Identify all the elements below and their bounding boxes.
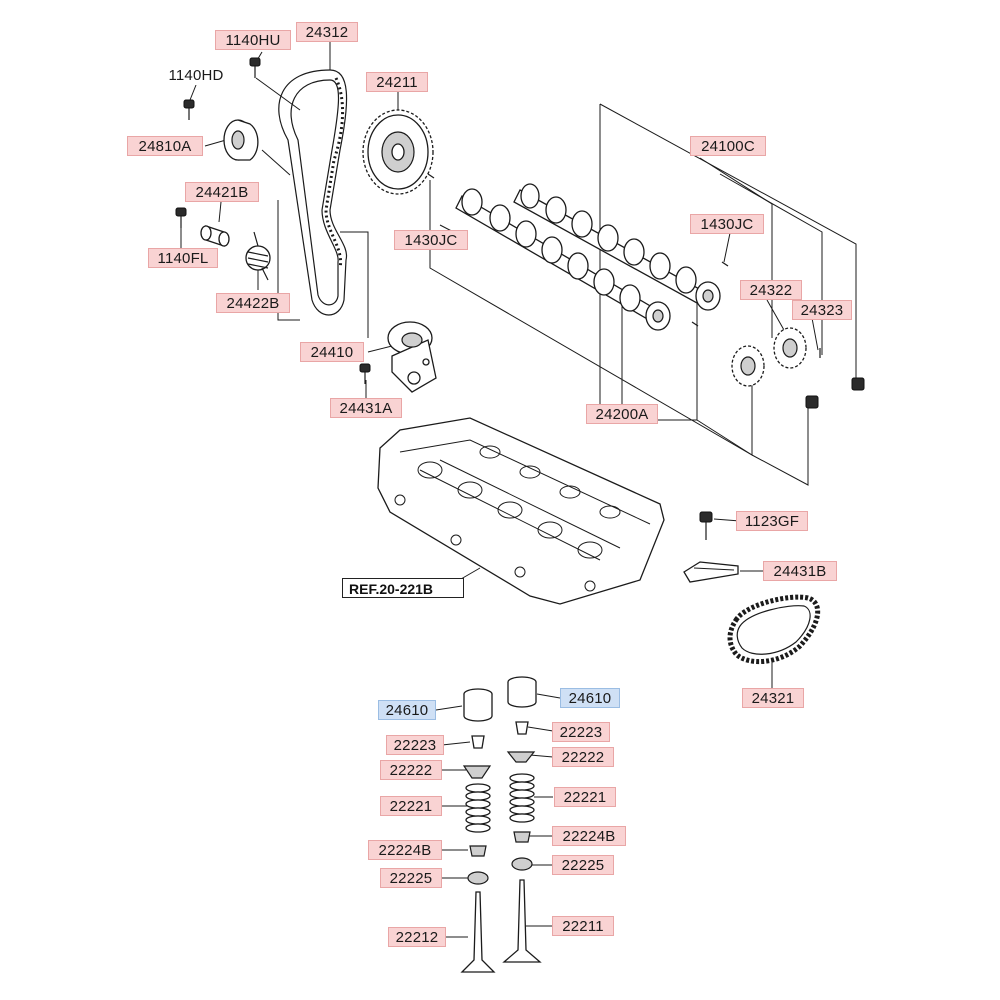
camshaft-intake bbox=[455, 188, 671, 331]
label-1123gf: 1123GF bbox=[736, 511, 808, 531]
label-22221-left: 22221 bbox=[380, 796, 442, 816]
label-24810a: 24810A bbox=[127, 136, 203, 156]
valves bbox=[460, 879, 542, 973]
timing-chain bbox=[727, 594, 821, 665]
label-22224b-right: 22224B bbox=[552, 826, 626, 846]
camshaft-sprocket bbox=[362, 109, 434, 195]
timing-belt bbox=[278, 69, 348, 316]
sprocket-bolts bbox=[805, 348, 865, 409]
bolt-1140hu bbox=[249, 57, 261, 78]
label-24323: 24323 bbox=[792, 300, 852, 320]
spring-retainers bbox=[462, 751, 536, 779]
label-24421b: 24421B bbox=[185, 182, 259, 202]
valve-cotters bbox=[471, 721, 529, 749]
label-1140fl: 1140FL bbox=[148, 248, 218, 268]
chain-sprocket-upper bbox=[773, 327, 807, 369]
label-24100c: 24100C bbox=[690, 136, 766, 156]
label-22222-left: 22222 bbox=[380, 760, 442, 780]
label-1140hu: 1140HU bbox=[215, 30, 291, 50]
tensioner-spacer bbox=[200, 225, 230, 247]
camshaft-exhaust bbox=[513, 183, 721, 311]
label-22223-left: 22223 bbox=[386, 735, 444, 755]
label-24312: 24312 bbox=[296, 22, 358, 42]
label-24422b: 24422B bbox=[216, 293, 290, 313]
label-22222-right: 22222 bbox=[552, 747, 614, 767]
label-1140hd: 1140HD bbox=[160, 65, 232, 85]
label-24410: 24410 bbox=[300, 342, 364, 362]
label-24431a: 24431A bbox=[330, 398, 402, 418]
valve-springs bbox=[465, 773, 535, 833]
valve-stem-seals bbox=[469, 831, 531, 857]
reference-label: REF.20-221B bbox=[342, 578, 464, 598]
cylinder-head bbox=[377, 417, 665, 605]
label-22225-right: 22225 bbox=[552, 855, 614, 875]
label-24610-right: 24610 bbox=[560, 688, 620, 708]
label-1430jc-right: 1430JC bbox=[690, 214, 764, 234]
label-22212: 22212 bbox=[388, 927, 446, 947]
label-22211: 22211 bbox=[552, 916, 614, 936]
label-1430jc-left: 1430JC bbox=[394, 230, 468, 250]
bolt-24431a bbox=[359, 363, 371, 384]
label-24321: 24321 bbox=[742, 688, 804, 708]
label-22223-right: 22223 bbox=[552, 722, 610, 742]
label-24322: 24322 bbox=[740, 280, 802, 300]
label-22225-left: 22225 bbox=[380, 868, 442, 888]
label-24211: 24211 bbox=[366, 72, 428, 92]
label-22221-right: 22221 bbox=[554, 787, 616, 807]
bolt-1140hd bbox=[183, 99, 195, 120]
dowel-pins bbox=[427, 173, 729, 327]
chain-guide bbox=[683, 561, 739, 583]
valve-lifter-left bbox=[463, 688, 493, 722]
idler-pulley bbox=[223, 119, 259, 161]
label-24200a: 24200A bbox=[586, 404, 658, 424]
chain-sprocket-lower bbox=[731, 345, 765, 387]
belt-tensioner bbox=[387, 321, 437, 393]
label-22224b-left: 22224B bbox=[368, 840, 442, 860]
valve-lifter-right bbox=[507, 676, 537, 708]
spring-seats bbox=[467, 857, 533, 885]
bolt-1140fl bbox=[175, 207, 187, 228]
bolt-1123gf bbox=[699, 511, 713, 540]
label-24610-left: 24610 bbox=[378, 700, 436, 720]
tensioner-spring bbox=[245, 231, 271, 281]
label-24431b: 24431B bbox=[763, 561, 837, 581]
